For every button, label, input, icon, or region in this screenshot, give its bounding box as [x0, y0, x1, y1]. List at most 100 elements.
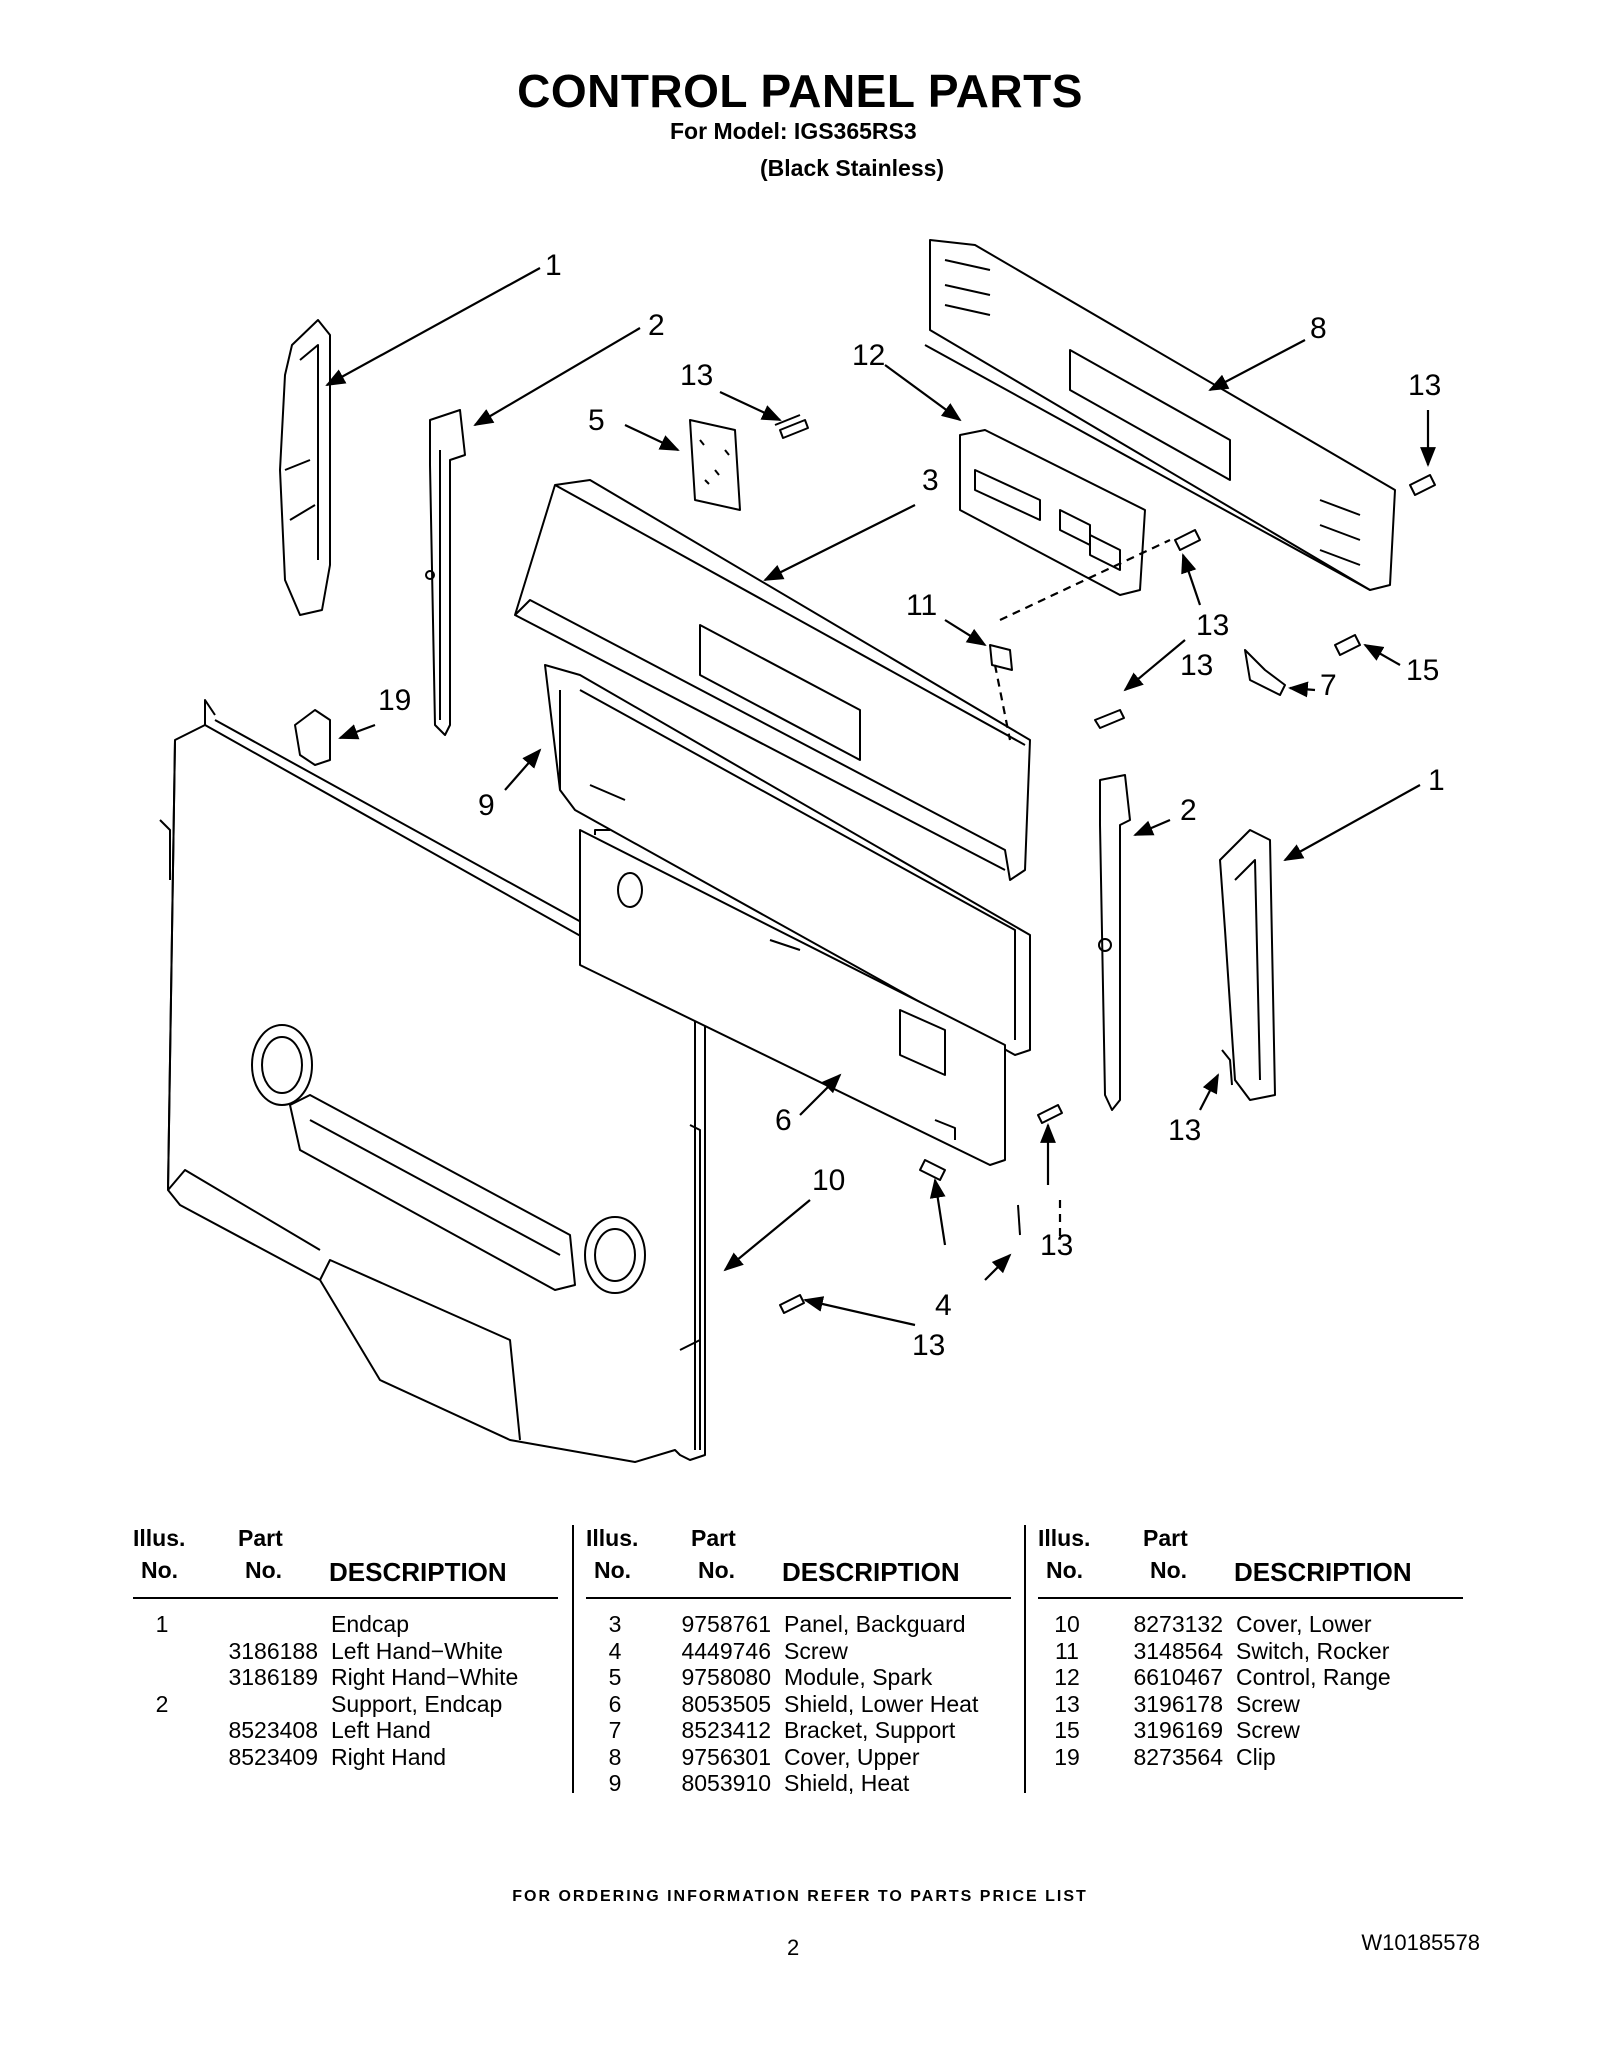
illus-no: 19 — [1054, 1743, 1080, 1770]
table-header: Illus. No. Part No. DESCRIPTION — [586, 1525, 1011, 1599]
illus-no: 1 — [155, 1611, 169, 1637]
callout-label: 13 — [912, 1329, 945, 1362]
range-control-part — [959, 429, 1146, 596]
model-line: For Model: IGS365RS3 — [670, 118, 917, 144]
callout-labels: 1 2 13 5 12 8 13 3 13 11 13 15 7 19 9 1 … — [378, 249, 1445, 1362]
callout-label: 15 — [1406, 654, 1439, 687]
table-header: Illus. No. Part No. DESCRIPTION — [133, 1525, 558, 1599]
callout-label: 11 — [906, 589, 937, 622]
callout-label: 1 — [545, 249, 562, 282]
exploded-parts-diagram: 1 2 13 5 12 8 13 3 13 11 13 15 7 19 9 1 … — [159, 239, 1445, 1463]
part-no: 6610467 — [1133, 1664, 1223, 1690]
illus-no: 7 — [608, 1717, 622, 1743]
page-number: 2 — [787, 1935, 800, 1960]
part-description: Cover, Upper — [784, 1743, 920, 1770]
table-header: Illus. No. Part No. DESCRIPTION — [1038, 1525, 1463, 1599]
color-line: (Black Stainless) — [760, 155, 945, 181]
support-bracket-part — [1244, 649, 1286, 696]
callout-label: 9 — [478, 789, 495, 822]
part-no: 3196178 — [1133, 1690, 1223, 1717]
illus-no: 3 — [608, 1611, 622, 1637]
callout-label: 10 — [812, 1164, 845, 1197]
illus-no: 4 — [608, 1637, 622, 1664]
part-description: Left Hand — [331, 1717, 431, 1743]
callout-label: 2 — [1180, 794, 1197, 827]
left-endcap-part — [279, 319, 331, 616]
part-description: Right Hand — [331, 1743, 447, 1770]
illus-header: Illus. — [133, 1525, 186, 1551]
rocker-switch-part — [989, 644, 1013, 671]
part-description: Panel, Backguard — [784, 1611, 966, 1637]
part-description: Clip — [1236, 1743, 1276, 1770]
document-id: W10185578 — [1361, 1930, 1480, 1955]
callout-label: 13 — [680, 359, 713, 392]
description-header: DESCRIPTION — [1234, 1557, 1412, 1587]
illus-header: No. — [1046, 1557, 1084, 1583]
illus-no: 9 — [608, 1770, 622, 1796]
illus-no: 13 — [1054, 1690, 1080, 1717]
illus-no: 10 — [1054, 1611, 1080, 1637]
leader-arrows — [325, 267, 1436, 1327]
callout-label: 1 — [1428, 764, 1445, 797]
illus-header: No. — [141, 1557, 179, 1583]
part-header: No. — [698, 1557, 736, 1583]
callout-label: 5 — [588, 404, 605, 437]
part-header: Part — [238, 1525, 283, 1551]
callout-label: 4 — [935, 1289, 952, 1322]
description-header: DESCRIPTION — [782, 1557, 960, 1587]
part-description: Shield, Lower Heat — [784, 1690, 979, 1717]
callout-label: 13 — [1180, 649, 1213, 682]
column-divider — [572, 1525, 574, 1793]
illus-no: 6 — [608, 1690, 622, 1717]
ordering-note: FOR ORDERING INFORMATION REFER TO PARTS … — [512, 1888, 1088, 1905]
backguard-panel-part — [514, 479, 1031, 881]
part-no: 3196169 — [1133, 1717, 1223, 1743]
callout-label: 7 — [1320, 669, 1337, 702]
illus-no: 5 — [608, 1664, 622, 1690]
illus-header: Illus. — [1038, 1525, 1091, 1551]
lower-heat-shield-part — [579, 829, 1006, 1166]
illus-no: 12 — [1054, 1664, 1080, 1690]
callout-label: 2 — [648, 309, 665, 342]
part-no: 9758761 — [681, 1611, 771, 1637]
table-row: 6 8053505 Shield, Lower Heat — [586, 1691, 1011, 1718]
part-no: 8273132 — [1133, 1611, 1223, 1637]
description-header: DESCRIPTION — [329, 1557, 507, 1587]
callout-label: 13 — [1196, 609, 1229, 642]
part-header: No. — [245, 1557, 283, 1583]
screw-parts — [774, 414, 1436, 1314]
part-description: Screw — [784, 1637, 848, 1664]
illus-header: Illus. — [586, 1525, 639, 1551]
right-endcap-part — [1219, 829, 1276, 1101]
callout-label: 8 — [1310, 312, 1327, 345]
illus-no: 15 — [1054, 1717, 1080, 1743]
left-support-part — [425, 409, 466, 736]
upper-cover-part — [924, 239, 1396, 591]
right-support-part — [1098, 774, 1131, 1111]
page-header: CONTROL PANEL PARTS — [0, 64, 1600, 118]
part-header: Part — [691, 1525, 736, 1551]
part-no: 8053505 — [681, 1690, 771, 1717]
part-no: 3148564 — [1133, 1637, 1223, 1664]
part-description: Left Hand−White — [331, 1637, 503, 1664]
illus-header: No. — [594, 1557, 632, 1583]
part-description: Endcap — [331, 1611, 410, 1637]
part-no: 9756301 — [681, 1743, 771, 1770]
table-row: 3 9758761 Panel, Backguard — [586, 1611, 1011, 1638]
callout-label: 13 — [1040, 1229, 1073, 1262]
part-description: Shield, Heat — [784, 1770, 910, 1796]
callout-label: 3 — [922, 464, 939, 497]
part-no: 8523412 — [681, 1717, 771, 1743]
